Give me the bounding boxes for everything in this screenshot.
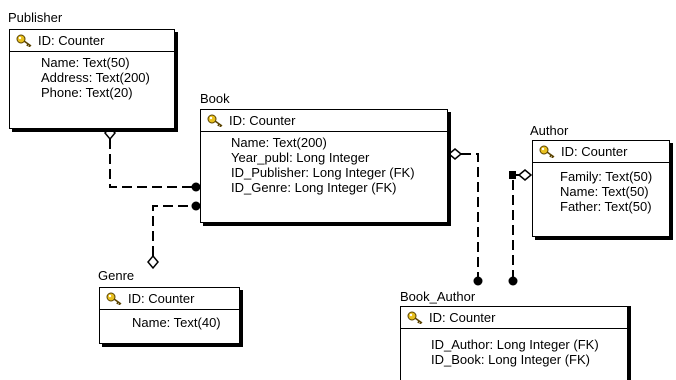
attribute: ID_Genre: Long Integer (FK)	[231, 180, 397, 195]
entity-author-pk: ID: Counter	[561, 144, 628, 159]
relationship-book-bookauthor	[461, 153, 479, 278]
entity-publisher-attributes: Name: Text(50) Address: Text(200) Phone:…	[10, 52, 174, 100]
attribute: Year_publ: Long Integer	[231, 150, 370, 165]
entity-book-author-pk-row: ID: Counter	[401, 307, 627, 329]
entity-book-author-title: Book_Author	[400, 289, 476, 304]
attribute: Family: Text(50)	[560, 169, 653, 184]
author-end-marker	[509, 171, 516, 179]
entity-genre-pk-row: ID: Counter	[100, 288, 239, 310]
relationship-publisher-book	[109, 139, 196, 188]
entity-book-title: Book	[200, 91, 230, 106]
entity-book-author-pk: ID: Counter	[429, 310, 496, 325]
relationship-genre-book	[152, 205, 196, 256]
attribute: Phone: Text(20)	[41, 85, 133, 100]
bookauthor-book-dot	[473, 276, 483, 286]
entity-publisher-pk: ID: Counter	[38, 33, 105, 48]
attribute: Name: Text(50)	[560, 184, 649, 199]
entity-author-attributes: Family: Text(50) Name: Text(50) Father: …	[533, 163, 669, 214]
key-icon	[207, 114, 223, 127]
entity-book-box: ID: Counter Name: Text(200) Year_publ: L…	[200, 109, 448, 223]
entity-publisher-pk-row: ID: Counter	[10, 30, 174, 52]
entity-author-pk-row: ID: Counter	[533, 141, 669, 163]
key-icon	[539, 145, 555, 158]
relationship-author-bookauthor	[512, 174, 523, 278]
bookauthor-author-dot	[508, 276, 518, 286]
book-cardinality-diamond	[447, 148, 463, 160]
author-cardinality-diamond	[517, 169, 533, 181]
entity-genre-title: Genre	[98, 268, 135, 283]
entity-publisher-box: ID: Counter Name: Text(50) Address: Text…	[9, 29, 175, 129]
entity-book-author-box: ID: Counter ID_Author: Long Integer (FK)…	[400, 306, 628, 380]
attribute: ID_Book: Long Integer (FK)	[431, 352, 590, 367]
genre-cardinality-diamond	[147, 254, 159, 270]
entity-publisher-title: Publisher	[8, 10, 63, 25]
attribute: Name: Text(40)	[132, 315, 221, 330]
attribute: ID_Publisher: Long Integer (FK)	[231, 165, 415, 180]
entity-book-attributes: Name: Text(200) Year_publ: Long Integer …	[201, 132, 447, 195]
entity-genre-box: ID: Counter Name: Text(40)	[99, 287, 240, 344]
entity-author-box: ID: Counter Family: Text(50) Name: Text(…	[532, 140, 670, 237]
entity-author-title: Author	[530, 123, 569, 138]
attribute: Address: Text(200)	[41, 70, 150, 85]
key-icon	[16, 34, 32, 47]
attribute: Name: Text(50)	[41, 55, 130, 70]
entity-genre-attributes: Name: Text(40)	[100, 310, 239, 330]
key-icon	[407, 311, 423, 324]
attribute: Name: Text(200)	[231, 135, 327, 150]
key-icon	[106, 292, 122, 305]
entity-genre-pk: ID: Counter	[128, 291, 195, 306]
entity-book-pk: ID: Counter	[229, 113, 296, 128]
entity-book-author-attributes: ID_Author: Long Integer (FK) ID_Book: Lo…	[401, 329, 627, 367]
entity-book-pk-row: ID: Counter	[201, 110, 447, 132]
attribute: Father: Text(50)	[560, 199, 652, 214]
attribute: ID_Author: Long Integer (FK)	[431, 337, 599, 352]
